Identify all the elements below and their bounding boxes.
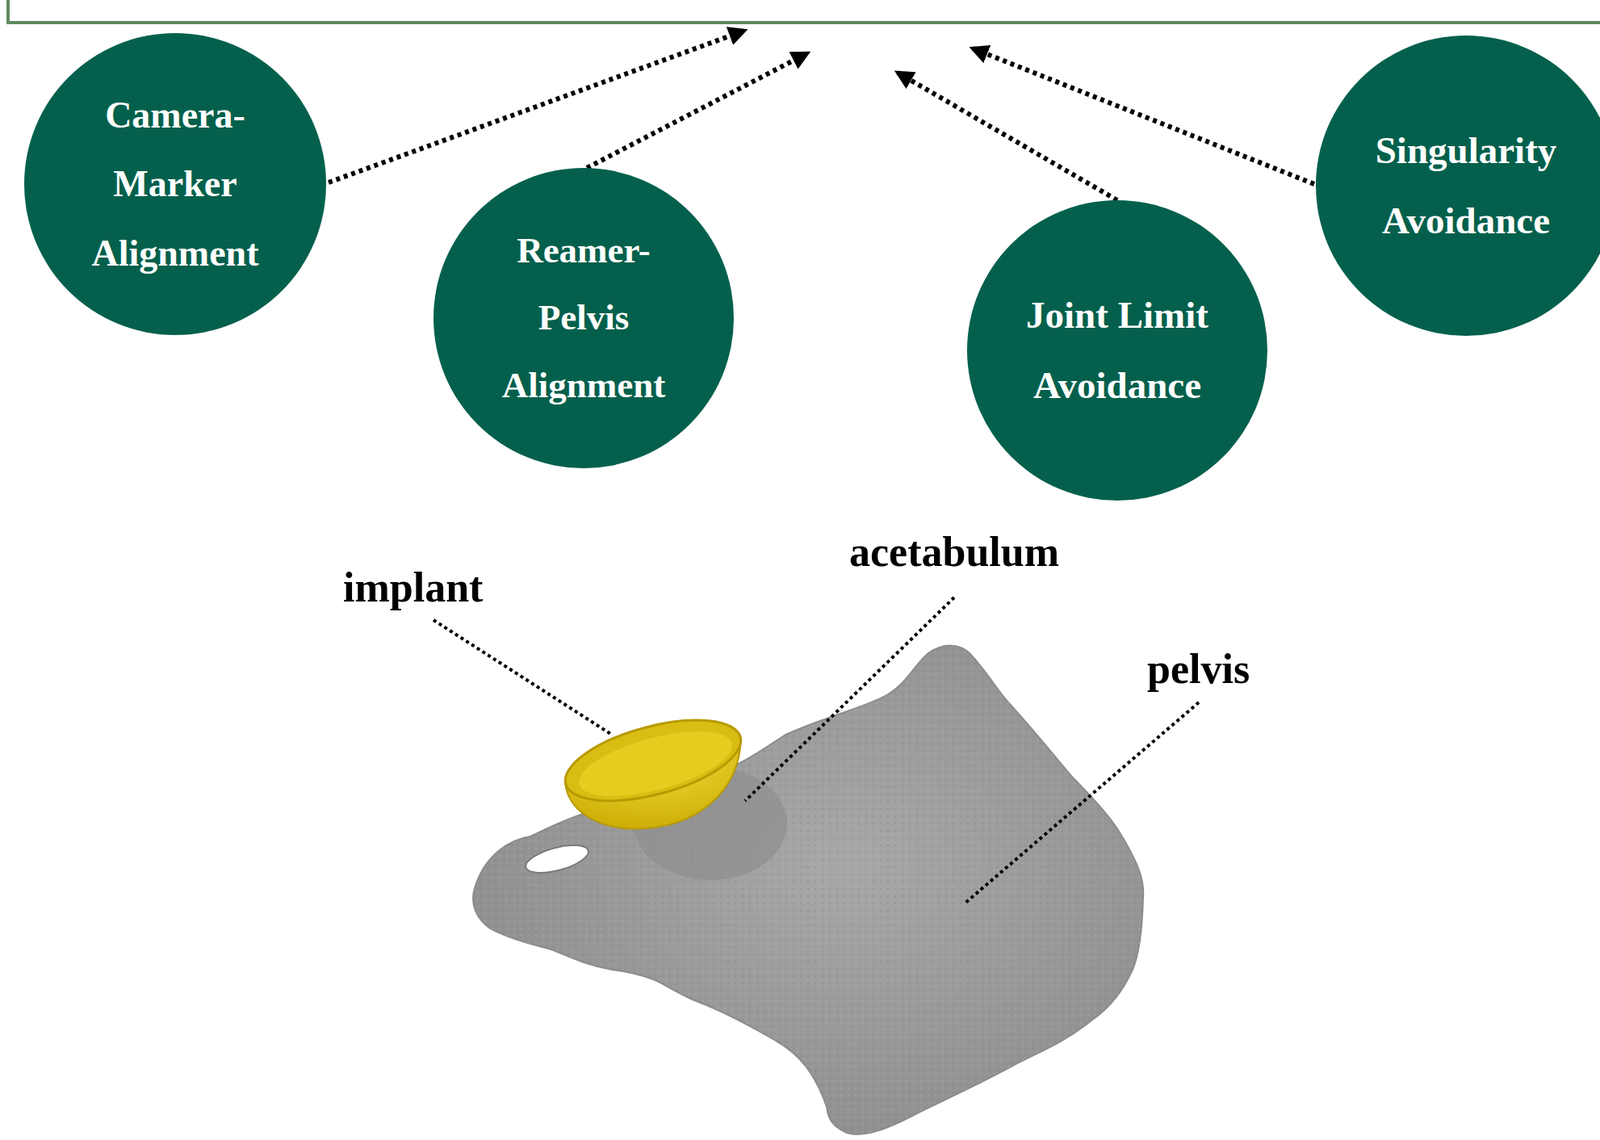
goal-circle: Reamer- Pelvis Alignment [433,167,734,469]
bone-texture [473,645,1144,1135]
goal-circle: Joint Limit Avoidance [967,200,1268,501]
leader-line [964,702,1199,904]
dotted-arrow [586,53,808,168]
implant-inner [572,718,739,810]
circle-shape [967,200,1268,501]
goal-circle: Singularity Avoidance [1315,35,1600,336]
part-label: acetabulum [849,527,1060,576]
leader-line [745,597,955,801]
implant-rim [557,703,750,817]
goal-circle: Camera- Marker Alignment [24,33,327,336]
circle-shape [1315,35,1600,336]
dotted-arrow [328,30,745,183]
circle-label: Joint Limit Avoidance [1000,280,1235,421]
leader-line [433,619,612,735]
obturator-foramen [523,839,592,879]
dotted-arrow [972,48,1315,185]
circle-label: Singularity Avoidance [1340,115,1592,256]
top-frame [8,0,1600,23]
circle-label: Camera- Marker Alignment [74,80,277,287]
pelvis-bone [473,645,1144,1135]
part-label: implant [343,563,483,612]
dotted-arrow [897,72,1118,201]
circle-label: Reamer- Pelvis Alignment [482,217,685,419]
part-label: pelvis [1147,645,1250,693]
